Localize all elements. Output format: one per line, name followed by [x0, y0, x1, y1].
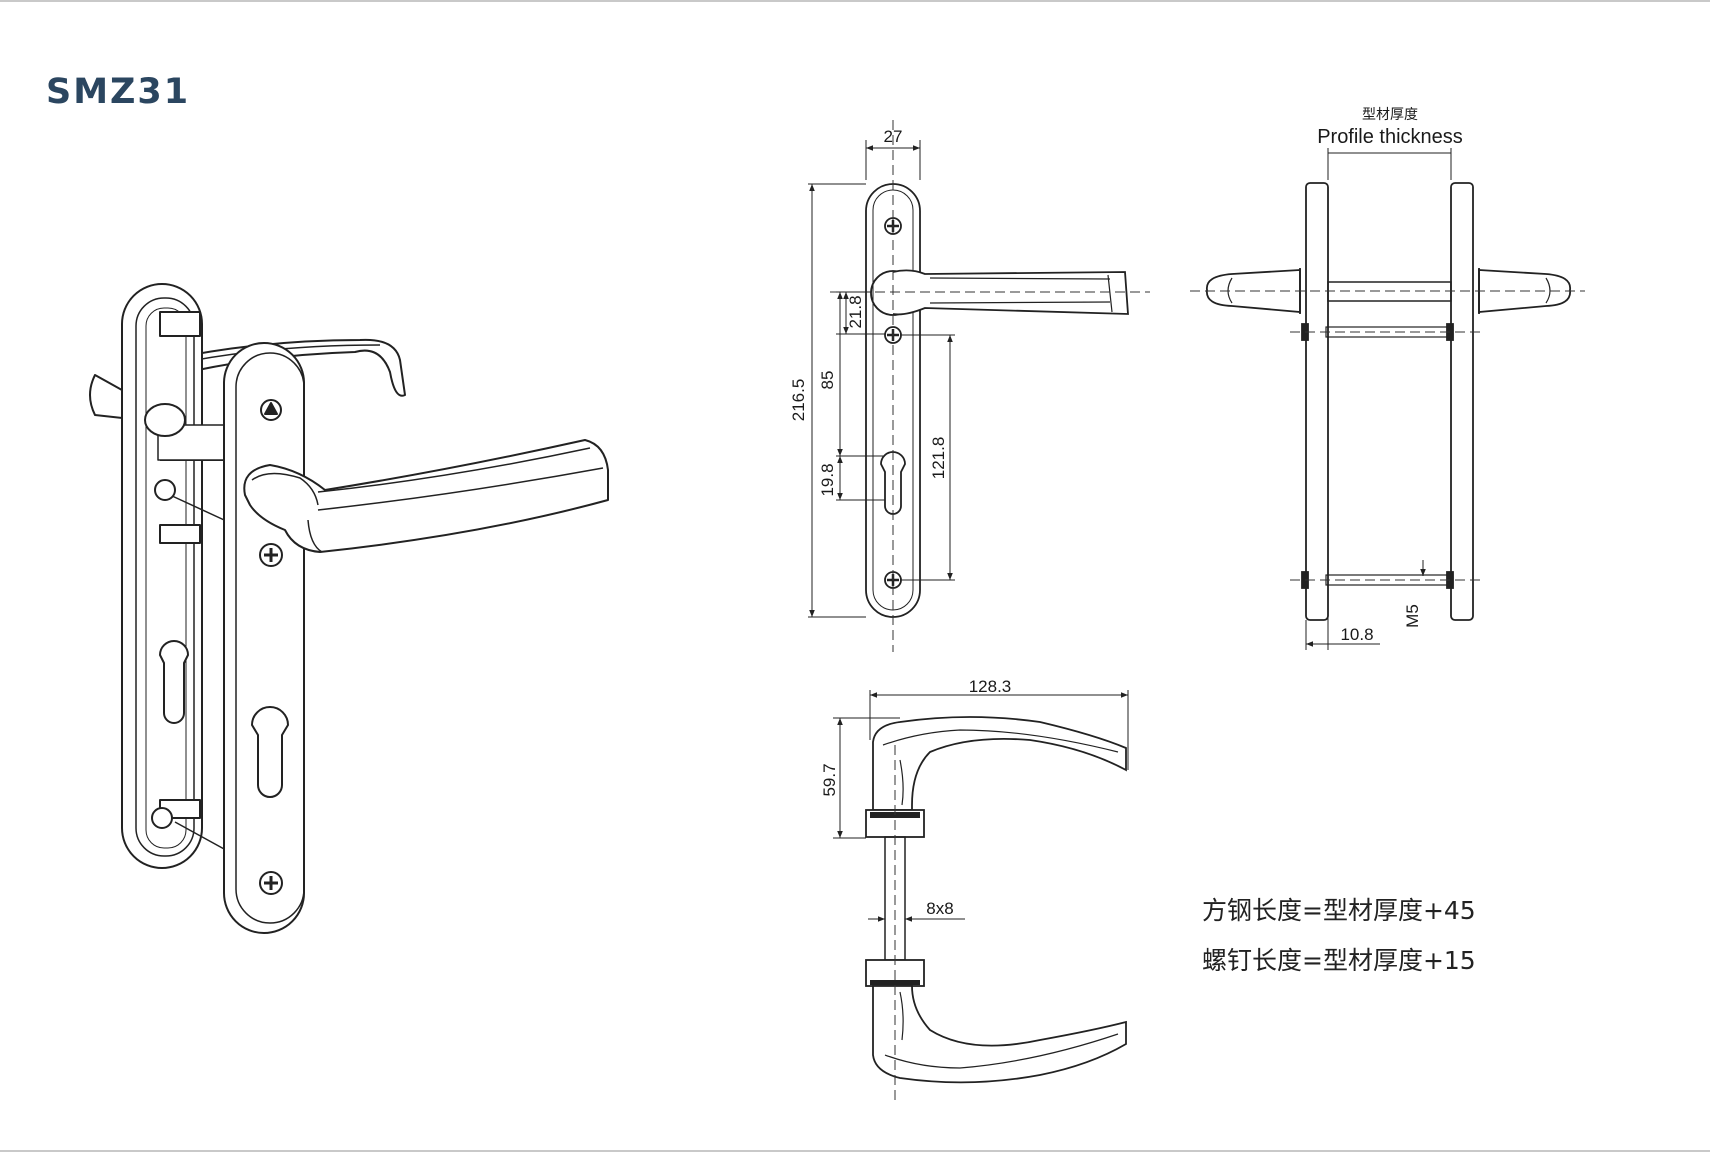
profile-thickness-en: Profile thickness	[1317, 126, 1463, 148]
profile-thickness-cn: 型材厚度	[1362, 107, 1418, 123]
side-section-view: 型材厚度 Profile thickness 10.8 M5	[1190, 107, 1585, 650]
top-border	[0, 0, 1710, 2]
dim-screw-offset: 10.8	[1340, 625, 1373, 644]
note-spindle-length: 方钢长度=型材厚度+45	[1202, 896, 1476, 925]
middle-screw	[259, 543, 283, 567]
bottom-screw	[259, 871, 283, 895]
dim-spindle-to-screw: 21.8	[846, 295, 865, 328]
dim-spindle-size: 8x8	[926, 899, 953, 918]
front-keyhole	[251, 706, 289, 798]
dim-total-height: 216.5	[789, 379, 808, 422]
top-plan-view: 128.3 59.7 8x8	[820, 677, 1129, 1100]
dim-screw-to-screw: 121.8	[929, 437, 948, 480]
dim-plate-width: 27	[884, 127, 903, 146]
isometric-handle-view	[89, 283, 609, 934]
front-elevation-view: 27 216.5 21.8 85 19.8 121.8	[789, 120, 1150, 652]
back-keyhole	[159, 640, 189, 724]
dim-screw-thread: M5	[1403, 604, 1422, 628]
dim-cylinder-slot: 19.8	[818, 463, 837, 496]
top-view-lower-lever	[872, 985, 1127, 1084]
top-view-upper-lever	[872, 716, 1127, 811]
dim-spindle-to-cylinder: 85	[818, 371, 837, 390]
dim-lever-length: 128.3	[969, 677, 1012, 696]
note-screw-length: 螺钉长度=型材厚度+15	[1202, 946, 1476, 975]
dim-lever-height: 59.7	[820, 763, 839, 796]
bottom-border	[0, 1150, 1710, 1152]
top-screw	[260, 399, 282, 421]
model-title: SMZ31	[46, 72, 191, 112]
back-plate	[121, 283, 203, 869]
